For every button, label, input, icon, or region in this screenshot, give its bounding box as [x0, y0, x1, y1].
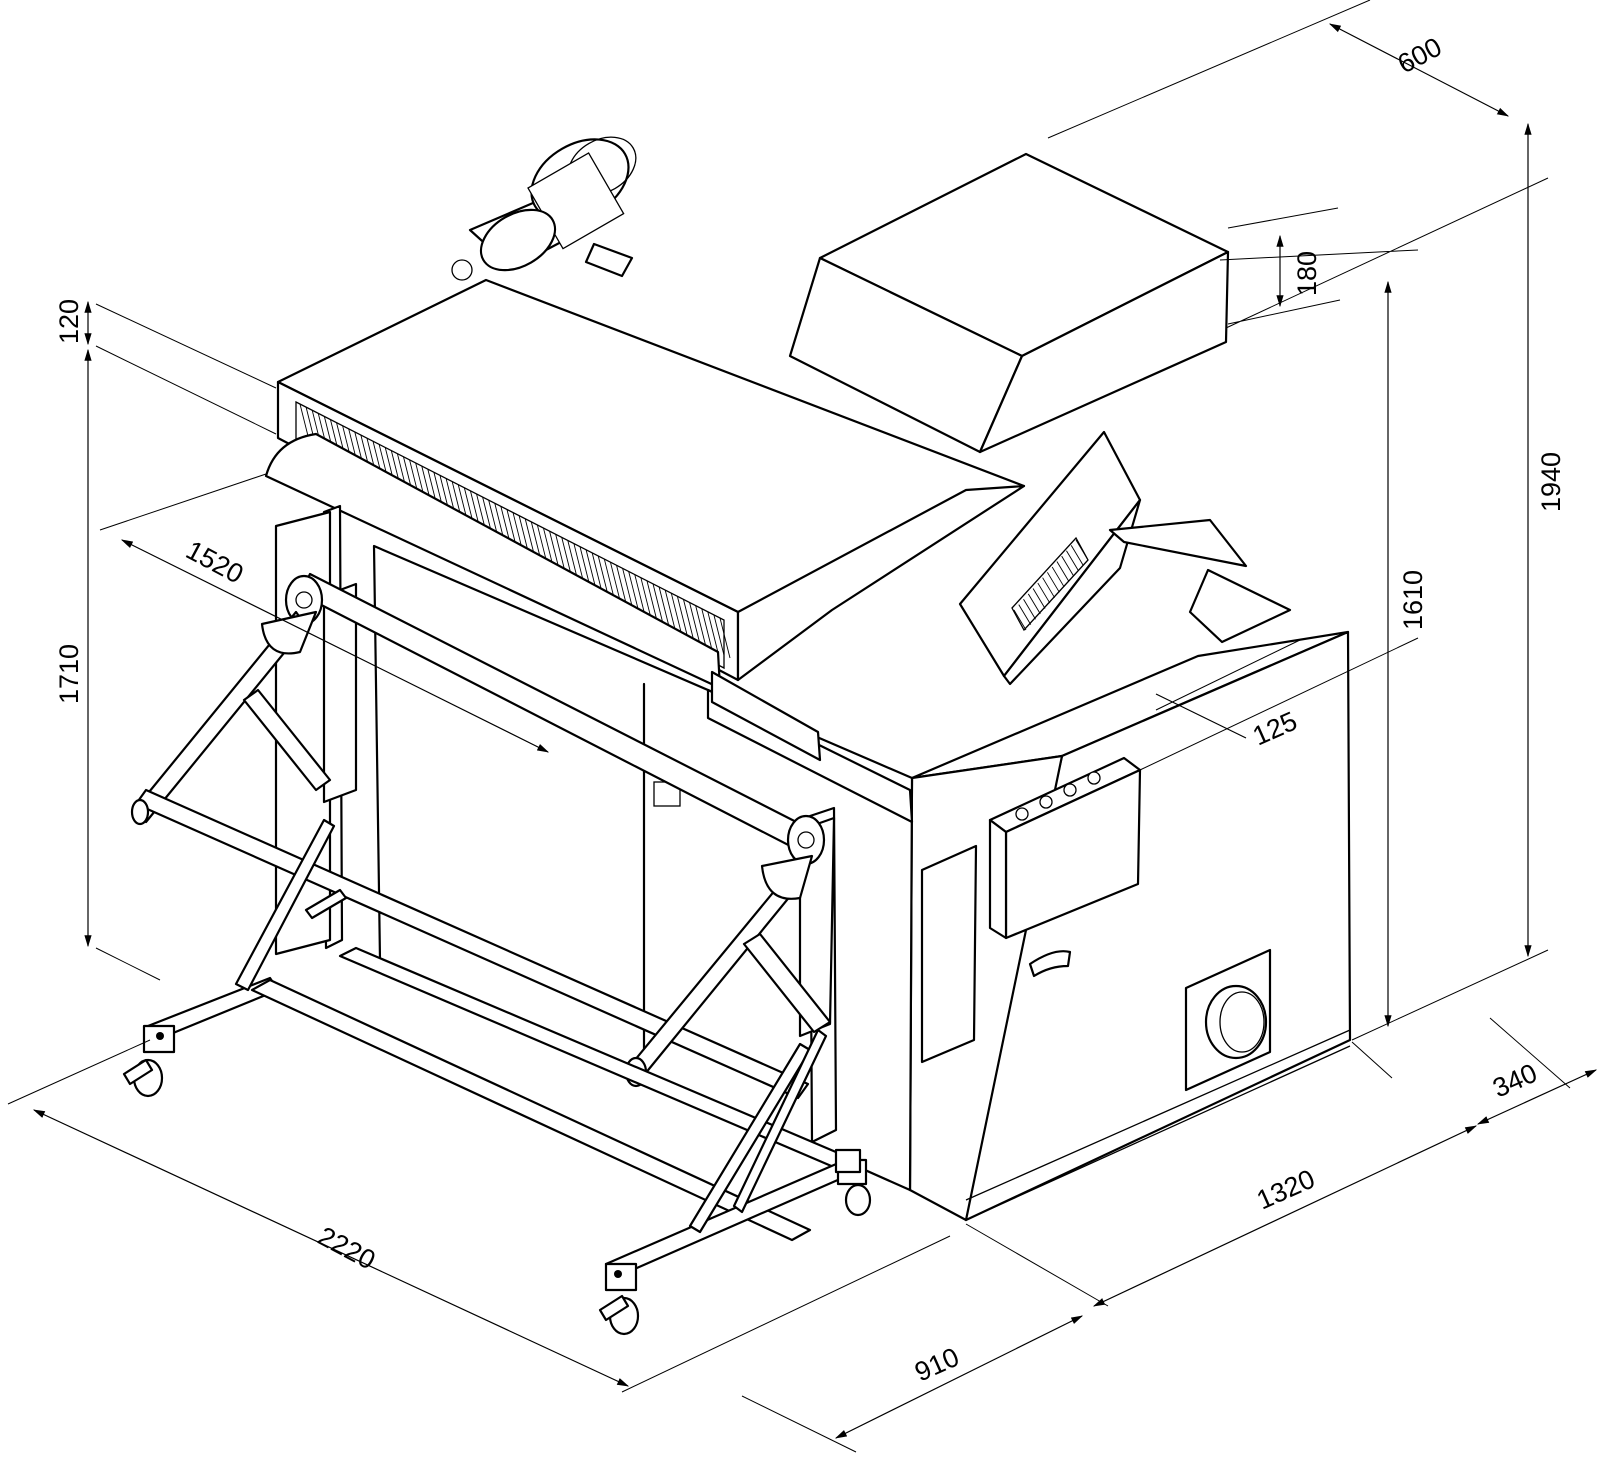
dim-line-depth — [834, 1315, 1084, 1439]
dim-line-top-width — [1328, 23, 1510, 117]
dim-line-front-width — [32, 1109, 630, 1387]
dim-line-body-length — [1092, 1125, 1478, 1307]
base-diagonal-right-2 — [732, 1028, 828, 1214]
dim-line-side-offset — [1155, 693, 1247, 739]
drive-motor — [451, 136, 637, 281]
dim-body-length: 1320 — [1252, 1164, 1319, 1216]
side-plate-right — [798, 816, 836, 1038]
dim-depth: 910 — [910, 1342, 963, 1388]
machine-body — [908, 568, 1352, 1222]
dim-front-width: 2220 — [313, 1221, 380, 1276]
cabinet-handle — [1028, 950, 1072, 978]
dim-line-roller-width — [120, 539, 550, 753]
dim-top-width: 600 — [1393, 32, 1447, 80]
hopper-wall — [1188, 568, 1292, 644]
hood-lower-block — [736, 484, 1026, 682]
right-cylinder — [742, 932, 832, 1034]
caster-front-left — [122, 1024, 176, 1098]
feed-guide — [710, 670, 822, 762]
outlet-pipe — [1204, 984, 1268, 1060]
caster-front-right — [598, 1262, 640, 1336]
dim-body-height: 1610 — [1398, 570, 1428, 630]
cabinet-door — [920, 844, 978, 1064]
dim-outlet-height: 180 — [1292, 251, 1322, 296]
dim-total-height: 1940 — [1536, 452, 1566, 512]
caster-back-left — [834, 1148, 862, 1174]
right-bracket — [760, 854, 814, 900]
dim-top-offset: 120 — [54, 299, 84, 344]
dim-line-foot-length — [1476, 1069, 1598, 1125]
duct-right — [978, 250, 1230, 454]
conveyor-unit — [264, 136, 1248, 1192]
top-flap — [1108, 518, 1248, 568]
dim-frame-height: 1710 — [54, 644, 84, 704]
base-diagonal-mid — [304, 888, 348, 920]
dim-roller-width: 1520 — [181, 535, 248, 590]
base-diagonal-left — [234, 818, 336, 992]
control-buttons — [1015, 771, 1101, 821]
fan-housing-side — [1002, 498, 1142, 686]
fan-vent-grille — [1011, 536, 1089, 632]
dim-foot-length: 340 — [1488, 1058, 1541, 1104]
